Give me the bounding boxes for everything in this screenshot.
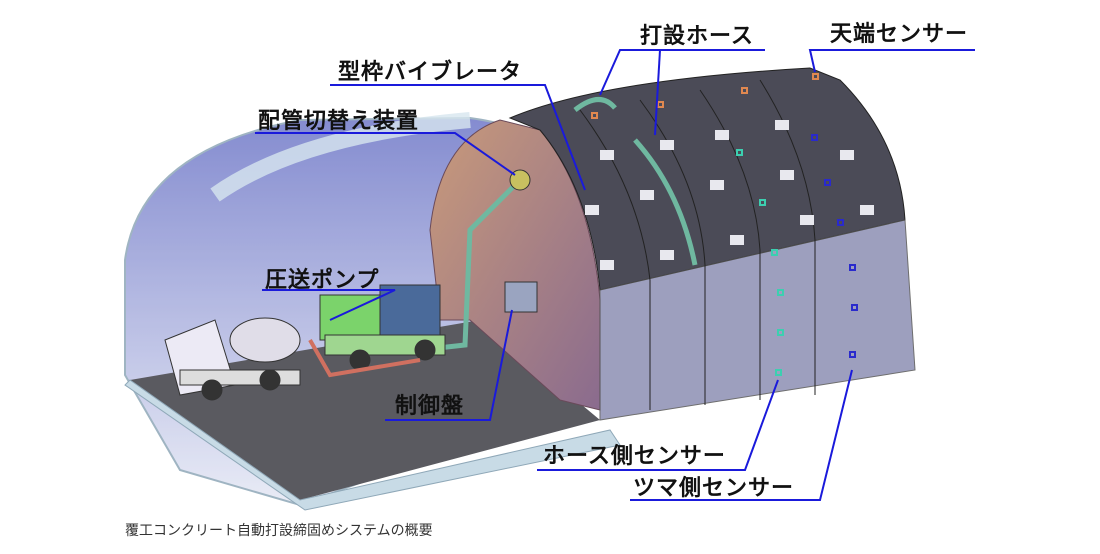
- label-form-vibrator: 型枠バイブレータ: [338, 60, 523, 85]
- placement-hose: [573, 97, 617, 112]
- tunnel-floor: [130, 320, 600, 500]
- leader-lines: [255, 49, 975, 501]
- label-hose-side-sensor: ホース側センサー: [543, 444, 726, 469]
- label-pump: 圧送ポンプ: [265, 268, 380, 293]
- label-pipe-switch-device: 配管切替え装置: [258, 109, 420, 134]
- mixer-truck: [164, 317, 301, 401]
- label-control-panel: 制御盤: [395, 394, 465, 419]
- label-crown-sensor: 天端センサー: [830, 22, 969, 47]
- label-end-side-sensor: ツマ側センサー: [633, 476, 795, 501]
- formwork-exterior: [508, 67, 906, 291]
- control-panel-box: [504, 281, 538, 313]
- figure-caption: 覆工コンクリート自動打設締固めシステムの概要: [125, 523, 433, 539]
- label-placement-hose: 打設ホース: [640, 24, 754, 49]
